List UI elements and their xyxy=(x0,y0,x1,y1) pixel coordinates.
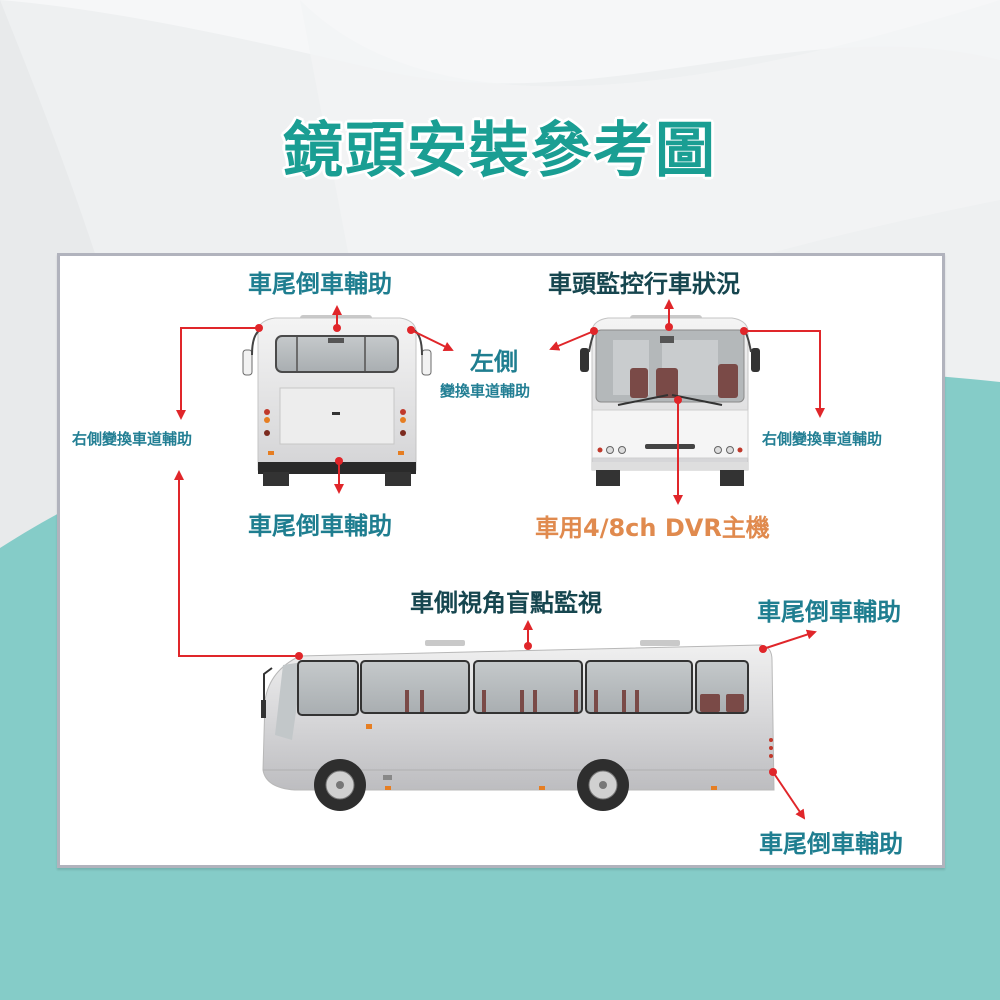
side-rear-top-label: 車尾倒車輔助 xyxy=(757,598,901,626)
dvr-host-label: 車用4/8ch DVR主機 xyxy=(535,514,770,542)
rear-left-lane-sublabel: 變換車道輔助 xyxy=(440,382,531,400)
side-rear-bottom-label: 車尾倒車輔助 xyxy=(759,830,903,858)
rear-top-camera-label: 車尾倒車輔助 xyxy=(248,270,392,298)
side-blindspot-label: 車側視角盲點監視 xyxy=(410,589,602,617)
camera-markers xyxy=(174,299,825,820)
rear-left-side-label: 左側 xyxy=(470,348,518,376)
front-right-lane-label: 右側變換車道輔助 xyxy=(762,430,883,448)
camera-dots xyxy=(255,323,777,776)
rear-right-lane-label: 右側變換車道輔助 xyxy=(72,430,193,448)
front-view-bus xyxy=(580,315,760,486)
front-top-camera-label: 車頭監控行車狀況 xyxy=(548,270,740,298)
rear-bottom-camera-label: 車尾倒車輔助 xyxy=(248,512,392,540)
rear-view-bus xyxy=(242,315,432,486)
page-title: 鏡頭安裝參考圖 xyxy=(283,116,717,186)
side-view-bus xyxy=(261,640,775,811)
